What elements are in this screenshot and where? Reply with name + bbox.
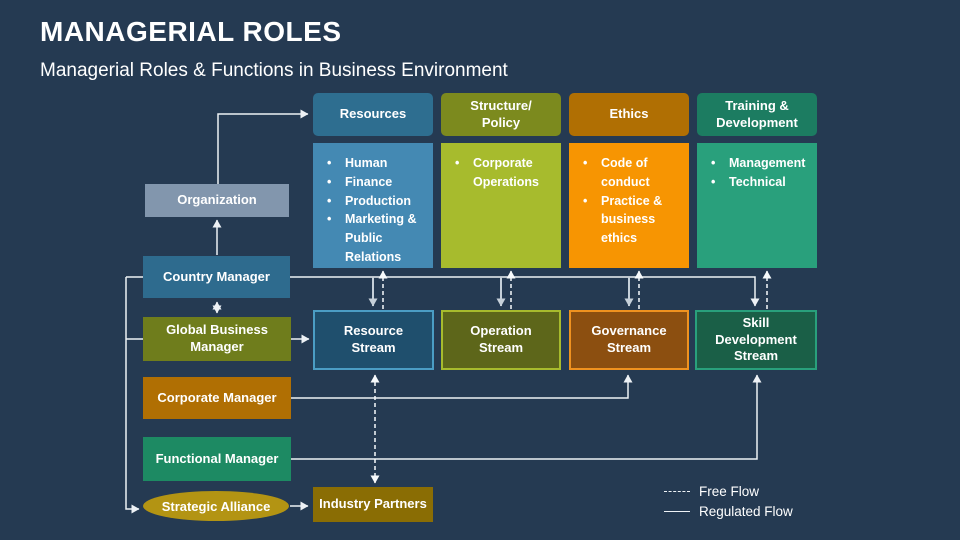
training-item-list: Management Technical	[703, 154, 805, 192]
column-header-ethics: Ethics	[569, 93, 689, 136]
list-item: Marketing & Public Relations	[319, 210, 427, 266]
global-business-manager-box: Global Business Manager	[143, 317, 291, 361]
functional-manager-box: Functional Manager	[143, 437, 291, 481]
list-item: Finance	[319, 173, 427, 192]
bus-line-to-skill-stream	[290, 276, 760, 307]
column-header-resources: Resources	[313, 93, 433, 136]
arrow-corporate-to-governance-stream	[291, 374, 633, 399]
operation-stream-box: Operation Stream	[441, 310, 561, 370]
list-item: Code of conduct	[575, 154, 683, 192]
industry-partners-label: Industry Partners	[319, 496, 427, 512]
country-manager-box: Country Manager	[143, 256, 290, 298]
strategic-alliance-label: Strategic Alliance	[161, 498, 271, 514]
skill-development-stream-label: Skill Development Stream	[715, 314, 797, 364]
column-header-structure-policy-label: Structure/ Policy	[470, 98, 532, 130]
arrow-organization-to-resources	[217, 109, 309, 184]
list-item: Management	[703, 154, 805, 173]
ethics-item-list: Code of conduct Practice & business ethi…	[575, 154, 683, 248]
legend: Free Flow Regulated Flow	[664, 481, 793, 521]
column-header-resources-label: Resources	[339, 106, 407, 122]
list-item: Corporate Operations	[447, 154, 555, 192]
free-flow-label: Free Flow	[699, 483, 760, 499]
column-body-structure-policy: Corporate Operations	[441, 143, 561, 268]
operation-stream-label: Operation Stream	[470, 323, 532, 355]
strategic-alliance-ellipse: Strategic Alliance	[143, 491, 289, 521]
country-manager-label: Country Manager	[163, 268, 270, 284]
column-header-training-development-label: Training & Development	[716, 98, 798, 130]
governance-stream-label: Governance Stream	[591, 323, 667, 355]
column-body-ethics: Code of conduct Practice & business ethi…	[569, 143, 689, 268]
arrow-functional-to-skill-stream	[291, 374, 762, 460]
industry-partners-box: Industry Partners	[313, 487, 433, 522]
page-title: MANAGERIAL ROLES	[40, 16, 342, 47]
left-rail-to-strategic-alliance	[125, 277, 140, 514]
governance-stream-box: Governance Stream	[569, 310, 689, 370]
resource-stream-box: Resource Stream	[313, 310, 434, 370]
resource-stream-label: Resource Stream	[343, 323, 404, 355]
resources-item-list: Human Finance Production Marketing & Pub…	[319, 154, 427, 267]
column-header-training-development: Training & Development	[697, 93, 817, 136]
list-item: Technical	[703, 173, 805, 192]
global-business-manager-label: Global Business Manager	[166, 322, 268, 354]
free-flow-line-sample	[664, 490, 690, 492]
functional-manager-label: Functional Manager	[155, 450, 279, 466]
column-header-ethics-label: Ethics	[609, 106, 649, 122]
legend-row-free-flow: Free Flow	[664, 481, 793, 501]
column-header-structure-policy: Structure/ Policy	[441, 93, 561, 136]
regulated-flow-line-sample	[664, 510, 690, 512]
list-item: Human	[319, 154, 427, 173]
structure-item-list: Corporate Operations	[447, 154, 555, 192]
organization-box: Organization	[145, 184, 289, 217]
list-item: Production	[319, 192, 427, 211]
list-item: Practice & business ethics	[575, 192, 683, 248]
legend-row-regulated-flow: Regulated Flow	[664, 501, 793, 521]
regulated-flow-label: Regulated Flow	[699, 503, 793, 519]
corporate-manager-box: Corporate Manager	[143, 377, 291, 419]
organization-label: Organization	[177, 192, 257, 208]
corporate-manager-label: Corporate Manager	[157, 389, 277, 405]
skill-development-stream-box: Skill Development Stream	[695, 310, 817, 370]
column-body-resources: Human Finance Production Marketing & Pub…	[313, 143, 433, 268]
column-body-training-development: Management Technical	[697, 143, 817, 268]
page-subtitle: Managerial Roles & Functions in Business…	[40, 60, 508, 81]
